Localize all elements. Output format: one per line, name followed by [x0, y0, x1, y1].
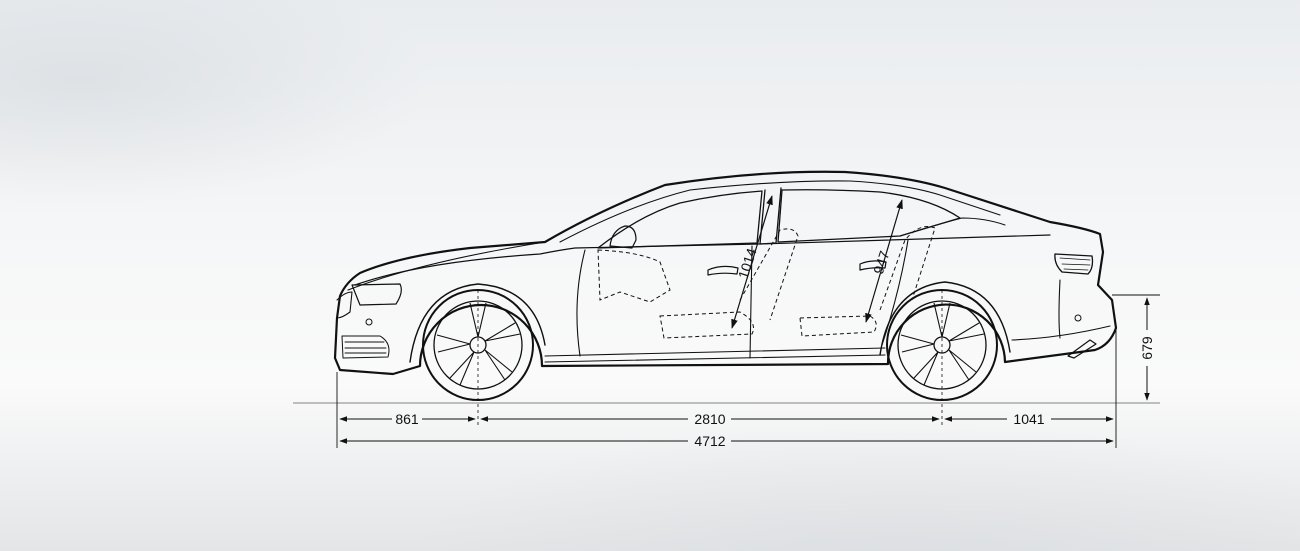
front-headroom-label: 1014	[735, 246, 760, 281]
sill-height-label: 679	[1139, 336, 1155, 360]
rear-headroom-label: 947	[870, 249, 893, 276]
front-overhang-label: 861	[395, 411, 419, 427]
rear-overhang-label: 1041	[1013, 411, 1044, 427]
wheelbase-label: 2810	[694, 411, 725, 427]
overall-length-label: 4712	[694, 433, 725, 449]
front-headroom-arrow	[731, 195, 773, 329]
rear-headroom-arrow	[865, 199, 903, 323]
car-body	[333, 170, 1118, 376]
